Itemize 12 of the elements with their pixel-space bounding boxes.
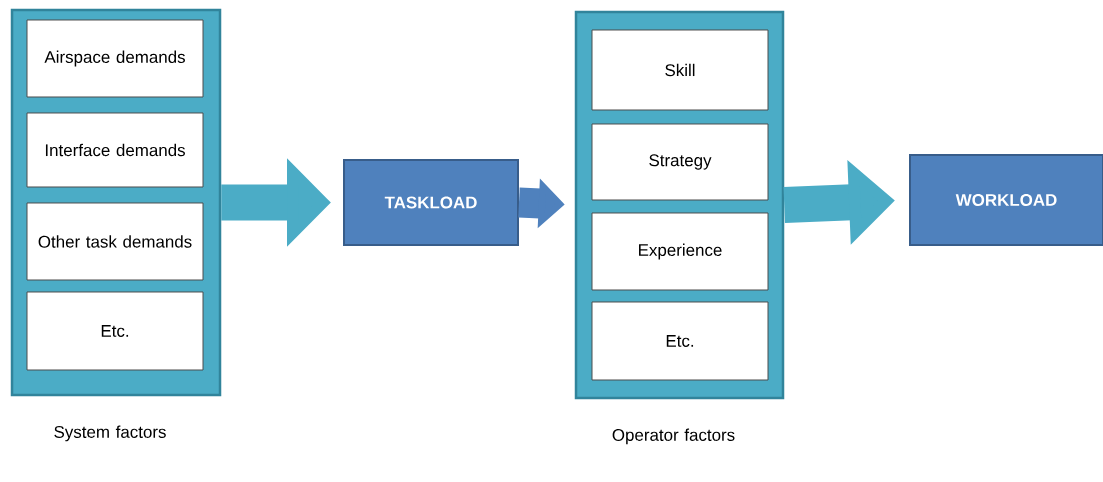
factor-box: Other task demands: [26, 202, 204, 281]
factor-box: Skill: [591, 29, 769, 111]
factor-box: Etc.: [591, 301, 769, 381]
panel-caption: System factors: [54, 425, 166, 442]
factor-box: Interface demands: [26, 112, 204, 188]
result-box: WORKLOAD: [909, 154, 1103, 246]
factor-box: Strategy: [591, 123, 769, 201]
factor-box: Experience: [591, 212, 769, 291]
factor-box: Airspace demands: [26, 19, 204, 98]
panel-caption: Operator factors: [612, 428, 735, 445]
result-box: TASKLOAD: [343, 159, 519, 246]
factor-box: Etc.: [26, 291, 204, 371]
